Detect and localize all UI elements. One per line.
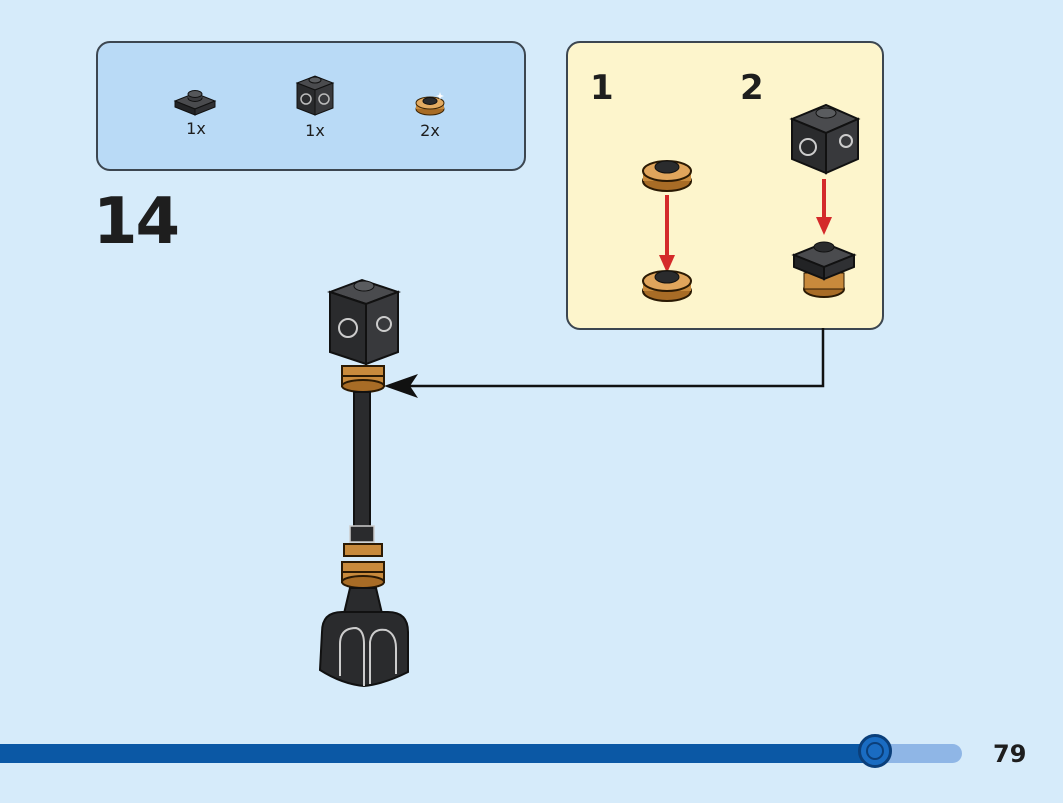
gold-round-plate-icon: [341, 365, 385, 393]
gold-round-plate-icon: [803, 272, 845, 298]
sub-step-2-illustration: [789, 103, 861, 298]
part-item-round-plate: 2x: [390, 89, 470, 140]
sub-assembly-box: 1 2: [566, 41, 884, 330]
page-number: 79: [993, 740, 1027, 768]
dark-plate-1x1-icon: [791, 241, 857, 281]
sub-step-1-illustration: [642, 160, 692, 302]
part-qty: 2x: [420, 121, 440, 140]
step-number: 14: [93, 185, 180, 259]
sub-step-number-1: 1: [590, 68, 614, 108]
dark-plate-1x1-icon: [173, 90, 217, 116]
progress-knob-icon: [858, 734, 892, 768]
part-item-plate: 1x: [156, 85, 236, 138]
pole-bar: [353, 391, 371, 529]
progress-fill: [0, 744, 875, 763]
gold-round-plate-icon: [642, 160, 692, 192]
red-arrow-icon: [659, 195, 675, 273]
part-qty: 1x: [186, 119, 206, 138]
parts-list-box: 1x 1x 2x: [96, 41, 526, 171]
sub-step-number-2: 2: [740, 68, 764, 108]
part-qty: 1x: [305, 121, 325, 140]
progress-bar: [0, 744, 962, 763]
gold-round-plate-icon: [341, 543, 385, 589]
lamp-base-icon: [318, 587, 409, 688]
gold-round-plate-icon: [415, 92, 445, 116]
dark-brick-studs-on-sides-icon: [295, 75, 335, 116]
red-arrow-icon: [816, 179, 832, 235]
dark-brick-studs-on-sides-icon: [789, 103, 861, 175]
dark-brick-studs-on-sides-icon: [327, 278, 401, 366]
lamp-post-assembly-illustration: [318, 278, 409, 688]
gold-round-plate-icon: [642, 270, 692, 302]
callout-arrow-icon: [384, 328, 825, 398]
part-item-brick: 1x: [275, 71, 355, 140]
